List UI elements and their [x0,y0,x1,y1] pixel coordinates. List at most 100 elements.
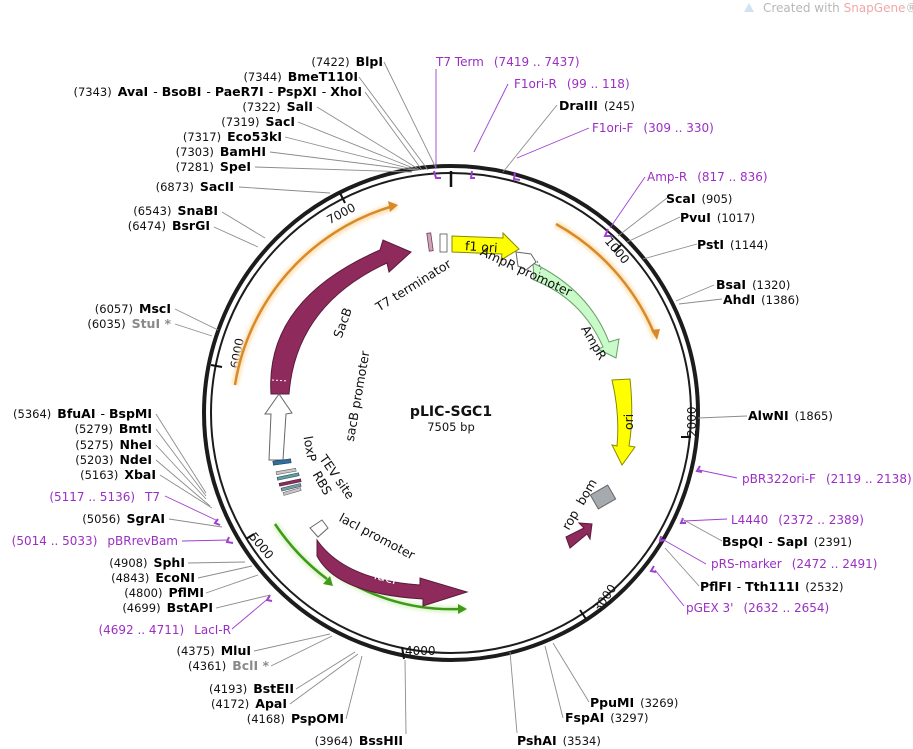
svg-text:AhdI(1386): AhdI(1386) [723,292,799,307]
enzyme-pos: (4699) [122,601,160,615]
primer-range: (7419 .. 7437) [494,55,580,69]
backbone-ring [202,164,700,662]
svg-text:(6474)BsrGI: (6474) BsrGI [128,218,210,233]
enzyme-name: BmeT110I [288,69,358,84]
svg-text:(5279)BmtI: (5279)BmtI [75,421,152,436]
plasmid-name: pLIC-SGC1 [410,404,492,420]
enzyme-name: BfuAI [57,406,95,421]
enzyme-name: ApaI [255,696,287,711]
enzyme-name: PspOMI [291,711,344,726]
enzyme-alias: XhoI [330,84,362,99]
enzyme-name: PvuI [680,210,711,225]
label-ampr-promoter: AmpR promoter [478,244,575,300]
label-sacb: SacB [330,306,355,340]
enzyme-pos: (4193) [209,682,247,696]
enzyme-pos: (7322) [242,100,280,114]
svg-text:pBR322ori-F(2119 .. 2138): pBR322ori-F(2119 .. 2138) [742,472,912,486]
enzyme-name: MluI [221,643,251,658]
snapgene-logo-icon [744,3,754,12]
primer-leaders [164,69,738,630]
enzyme-name: EcoNI [155,570,195,585]
primer-name: pGEX 3' [686,601,733,615]
primer-name: T7 [144,490,160,504]
enzyme-pos: (4800) [124,586,162,600]
enzyme-pos: (1865) [795,409,833,423]
sacb-feature [270,239,412,395]
label-laci: lacI [372,568,398,588]
enzyme-pos: (7422) [311,55,349,69]
enzyme-pos: (6873) [156,180,194,194]
enzyme-pos: (6057) [95,302,133,316]
enzyme-name: PshAI [517,733,557,748]
svg-text:(7317)Eco53kI: (7317)Eco53kI [183,129,282,144]
enzyme-name: Eco53kI [227,129,282,144]
enzyme-alias: SapI [777,534,808,549]
svg-text:(4699)BstAPI: (4699)BstAPI [122,600,213,615]
svg-text:AlwNI(1865): AlwNI (1865) [748,408,833,423]
enzyme-pos: (4168) [247,712,285,726]
label-loxp: loxP [301,435,320,463]
primer-range: (2632 .. 2654) [743,601,829,615]
svg-text:PflFI- Tth111I(2532): PflFI- Tth111I(2532) [700,579,844,594]
svg-text:PstI(1144): PstI(1144) [697,237,768,252]
svg-text:BspQI- SapI(2391): BspQI- SapI(2391) [722,534,852,549]
enzyme-name: FspAI [565,710,604,725]
enzyme-name: SgrAI [127,511,165,526]
ampr-promoter-arrow [515,251,537,271]
enzyme-name: AlwNI [748,408,789,423]
enzyme-pos: (6543) [133,204,171,218]
watermark-brand: SnapGene [844,1,906,15]
label-ori: ori [621,414,636,430]
tev-rbs-marks [272,458,302,496]
enzyme-pos: (3534) [563,734,601,748]
enzyme-pos: (4361) [188,659,226,673]
svg-text:(5014 .. 5033)pBRrevBam: (5014 .. 5033)pBRrevBam [12,534,178,548]
svg-text:(7319)SacI: (7319) SacI [221,114,295,129]
svg-text:F1ori-R(99 .. 118): F1ori-R(99 .. 118) [514,77,630,91]
svg-text:BsaI(1320): BsaI(1320) [716,277,790,292]
bom-box [589,484,617,510]
f1-ori-arrow [451,231,520,261]
enzyme-pos: (7319) [221,115,259,129]
svg-text:(4800)PflMI: (4800) PflMI [124,585,204,600]
svg-text:(5163)XbaI: (5163)XbaI [80,467,156,482]
svg-text:(7281)SpeI: (7281)SpeI [176,159,251,174]
primer-name: LacI-R [194,623,231,637]
primer-range: (99 .. 118) [567,77,630,91]
enzyme-pos: (6474) [128,219,166,233]
enzyme-name: BssHII [359,733,403,748]
primer-name: L4440 [731,513,768,527]
enzyme-pos: (7344) [243,70,281,84]
enzyme-pos: (7281) [176,160,214,174]
enzyme-name: BsrGI [172,218,210,233]
enzyme-name: PflMI [168,585,204,600]
enzyme-pos: (905) [702,192,733,206]
enzyme-name: PflFI [700,579,732,594]
enzyme-pos: (3269) [640,696,678,710]
svg-text:(5056)SgrAI: (5056)SgrAI [82,511,165,526]
enzyme-name: BlpI [356,54,383,69]
svg-text:(4193)BstEII: (4193)BstEII [209,681,294,696]
enzyme-pos: (2532) [805,580,843,594]
rop-arrow [565,522,593,549]
enzyme-pos: (1386) [761,293,799,307]
enzyme-name: SacI [266,114,296,129]
svg-text:(7303)BamHI: (7303)BamHI [176,144,266,159]
enzyme-pos: (5163) [80,468,118,482]
primer-range: (2472 .. 2491) [792,557,878,571]
svg-text:pRS-marker(2472 .. 2491): pRS-marker(2472 .. 2491) [711,557,877,571]
enzyme-name: NheI [120,437,153,452]
svg-text:(4361)BclI *: (4361)BclI * [188,658,269,673]
primer-range: (5014 .. 5033) [12,534,98,548]
laci-arrow [316,538,469,607]
tick-4000: 4000 [405,644,436,658]
svg-text:(6057)MscI: (6057) MscI [95,301,171,316]
svg-text:(5275)NheI: (5275)NheI [75,437,152,452]
svg-text:(3964)BssHII: (3964)BssHII [315,733,403,748]
primer-range: (4692 .. 4711) [98,623,184,637]
primer-name: Amp-R [647,170,687,184]
svg-text:T7 Term(7419 .. 7437): T7 Term(7419 .. 7437) [435,55,580,69]
enzyme-name: MscI [139,301,171,316]
enzyme-pos: (1017) [717,211,755,225]
primer-range: (5117 .. 5136) [49,490,135,504]
